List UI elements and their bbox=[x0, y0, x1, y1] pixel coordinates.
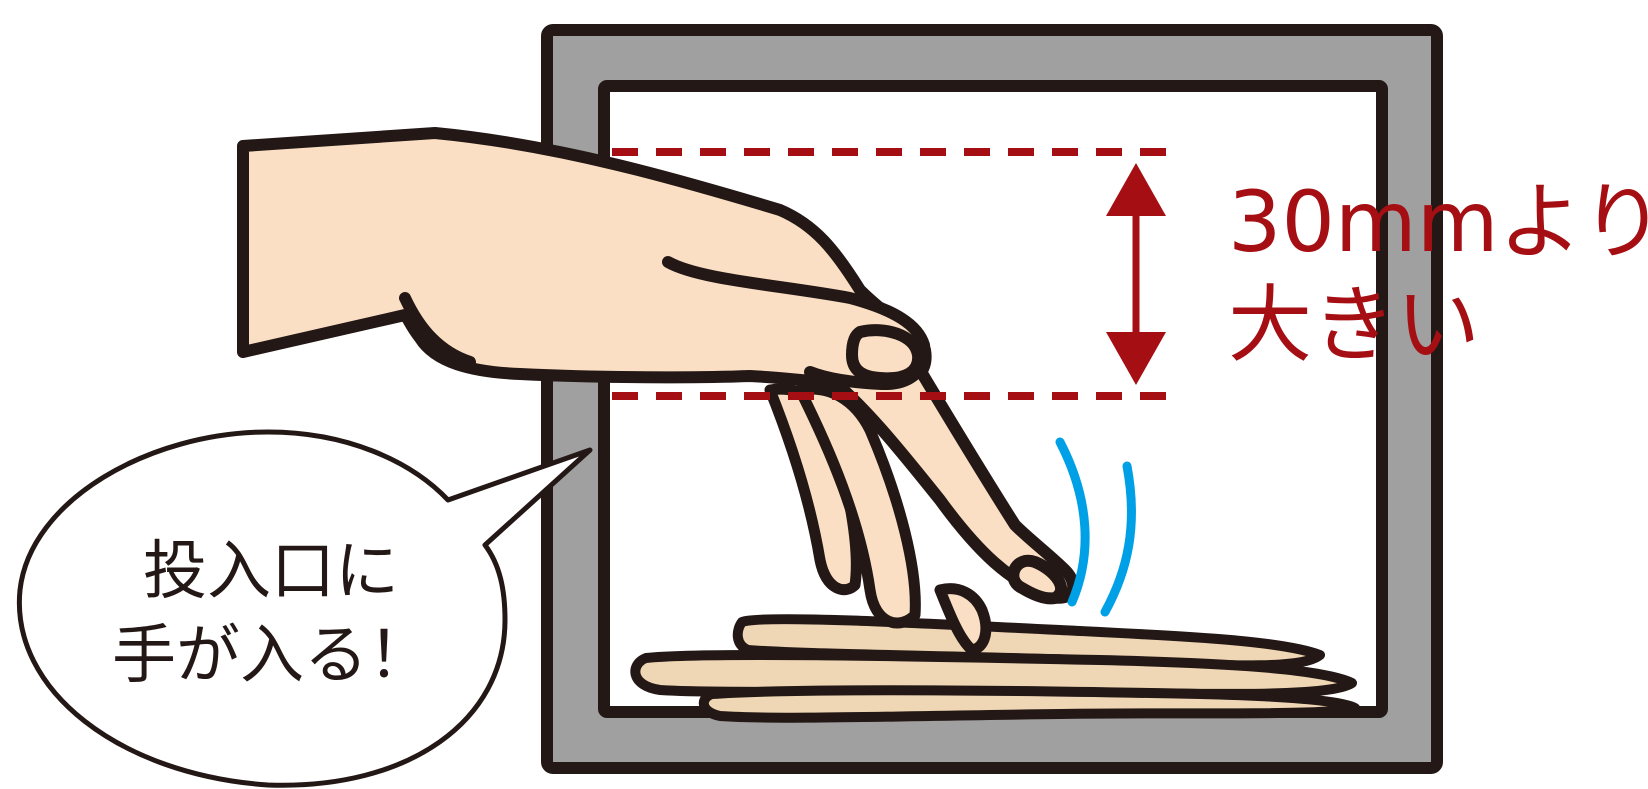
dimension-label-line2: 大きい bbox=[1228, 276, 1480, 374]
hand-icon bbox=[237, 127, 1080, 605]
dimension-label-line1: 30mmより bbox=[1228, 173, 1648, 271]
motion-lines-icon bbox=[1055, 437, 1136, 617]
bubble-text-line2: 手が入る！ bbox=[112, 619, 432, 693]
paper-stack-icon bbox=[630, 614, 1360, 723]
dimension-arrow-icon bbox=[1106, 163, 1166, 385]
dimension-label: 30mmより 大きい bbox=[1228, 173, 1648, 374]
speech-bubble: 投入口に 手が入る！ bbox=[16, 429, 593, 788]
back-fingers-icon bbox=[764, 383, 992, 656]
bubble-text-line1: 投入口に bbox=[143, 535, 399, 609]
dimension-guides bbox=[612, 148, 1175, 400]
